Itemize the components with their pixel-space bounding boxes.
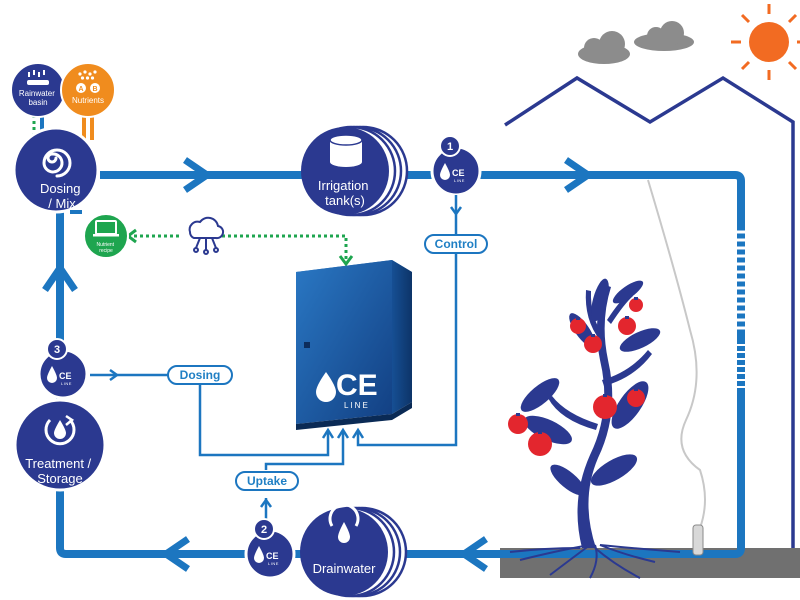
sensor-1-logo: CE [452, 168, 465, 178]
tomato-plant [508, 278, 681, 579]
pipe-loop [56, 171, 745, 558]
tank-icon [329, 134, 363, 167]
irrigation-tanks-label: Irrigation tank(s) [318, 178, 372, 208]
uptake-label: Uptake [247, 474, 287, 488]
sensor-2: 2 CE LINE [244, 518, 296, 580]
cloud-link-line [222, 234, 348, 262]
drain-drop-icon [328, 503, 360, 543]
arrow-up-icon [259, 497, 273, 508]
sensor-2-number: 2 [261, 524, 267, 536]
dosing-pill: Dosing [167, 365, 233, 385]
flow-arrow-left [457, 536, 488, 572]
sun-icon [731, 4, 800, 80]
sensor-2-logo: CE [266, 551, 279, 561]
rain-icon [27, 70, 49, 85]
dosing-mix-node: Dosing / Mix [12, 126, 100, 214]
ce-drop-icon [316, 372, 336, 402]
control-line [356, 195, 458, 447]
dosing-label: Dosing [180, 368, 221, 382]
flow-arrow-right [183, 157, 214, 193]
laptop-icon [93, 220, 119, 237]
nutrient-recipe-node: Nutrient recipe [70, 210, 129, 259]
uptake-line [264, 432, 345, 470]
control-label: Control [435, 237, 478, 251]
cabinet-logo: CE [336, 369, 378, 402]
sensor-2-logo-line: LINE [268, 561, 279, 566]
swirl-icon [42, 148, 72, 178]
flow-arrow-right [564, 157, 595, 193]
sensor-3-logo: CE [59, 371, 72, 381]
arrow-down-icon [338, 255, 354, 267]
cabinet-logo-line: LINE [344, 401, 370, 410]
cabinet-lock [304, 342, 310, 348]
arrow-up-icon [351, 427, 365, 439]
drainwater-node: Drainwater [300, 503, 408, 598]
ce-drop-icon [254, 546, 264, 563]
nutrients-b-label: B [92, 86, 97, 93]
arrow-down-icon [449, 206, 463, 217]
cloud-icon [578, 21, 694, 64]
pipe-break-marks [735, 230, 747, 330]
sensor-1-number: 1 [447, 141, 453, 153]
drainwater-label: Drainwater [313, 561, 377, 576]
sensor-3-logo-line: LINE [61, 381, 72, 386]
nutrient-recipe-label: Nutrient recipe [97, 242, 116, 254]
plant-stem [577, 285, 613, 548]
sensor-3-number: 3 [54, 344, 60, 356]
treatment-storage-node: Treatment / Storage [13, 398, 107, 492]
control-cabinet: CE LINE [296, 260, 412, 430]
uptake-pill: Uptake [235, 471, 299, 491]
nutrients-label: Nutrients [72, 96, 104, 105]
arrow-right-icon [109, 368, 120, 382]
substrate-probe [647, 179, 706, 556]
dosing-line [198, 385, 330, 457]
arrow-up-icon [321, 427, 335, 439]
ce-drop-icon [440, 163, 450, 180]
nutrients-a-label: A [78, 86, 83, 93]
flow-arrow-up [42, 261, 78, 292]
treatment-icon [44, 414, 76, 446]
sensor-1: 1 CE LINE [430, 135, 482, 197]
ce-drop-icon [47, 366, 57, 383]
irrigation-tanks-node: Irrigation tank(s) [301, 125, 409, 217]
control-pill: Control [424, 234, 488, 254]
sensor-3: 3 CE LINE [37, 338, 89, 400]
sensor-1-logo-line: LINE [454, 178, 465, 183]
nutrients-node: A B Nutrients [60, 62, 116, 140]
greenhouse-outline [504, 75, 795, 560]
nutrients-icon [76, 70, 100, 93]
treatment-storage-label: Treatment / Storage [25, 456, 95, 486]
rainwater-basin-label: Rainwater basin [19, 89, 57, 107]
cloud-network-icon [188, 216, 225, 255]
flow-arrow-left [159, 536, 190, 572]
arrow-up-icon [336, 427, 350, 439]
tomato-fruits [508, 298, 645, 456]
dosing-mix-label: Dosing / Mix [40, 181, 84, 211]
pipe-break-marks [735, 344, 747, 388]
